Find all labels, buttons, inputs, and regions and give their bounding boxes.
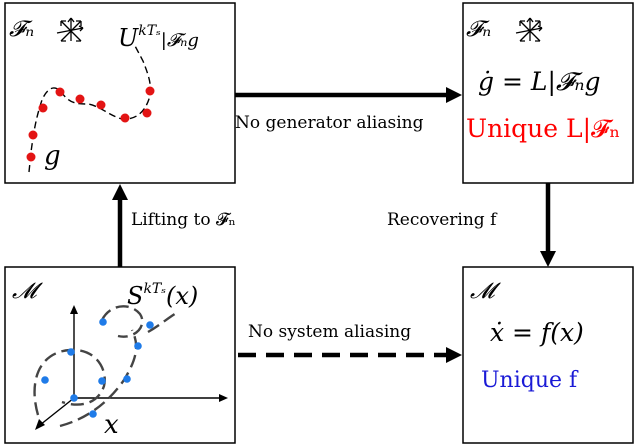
state-label-x: x bbox=[104, 410, 119, 440]
sample-dot bbox=[98, 377, 106, 385]
koopman-operator-label: UkTₛ|𝓕ₙg bbox=[118, 23, 199, 52]
arrow-head bbox=[540, 251, 556, 267]
sample-dot bbox=[120, 113, 130, 123]
sample-dot bbox=[28, 130, 38, 140]
box-lifted-samples bbox=[4, 2, 236, 184]
sample-dot bbox=[142, 108, 152, 118]
unique-system-label: Unique f bbox=[481, 368, 579, 393]
sample-dot bbox=[99, 318, 107, 326]
sample-dot bbox=[70, 394, 78, 402]
system-equation: ẋ = f(x) bbox=[490, 318, 584, 347]
coordinate-axes bbox=[35, 305, 228, 430]
flow-map-label: SkTₛ(x) bbox=[127, 281, 198, 310]
sample-dot bbox=[38, 103, 48, 113]
sample-dot bbox=[89, 410, 97, 418]
box-generator bbox=[462, 2, 634, 184]
sample-dot bbox=[75, 94, 85, 104]
arrow-head bbox=[446, 347, 462, 363]
generator-equation: ġ = L|𝓕ₙg bbox=[478, 67, 600, 97]
sample-dot bbox=[26, 152, 36, 162]
space-label-fn-right: 𝓕ₙ bbox=[466, 17, 491, 42]
function-label-g: g bbox=[44, 141, 61, 171]
lifted-samples bbox=[26, 86, 155, 162]
box-system-samples bbox=[4, 266, 236, 444]
arrow-head bbox=[112, 184, 128, 200]
label-lifting: Lifting to 𝓕ₙ bbox=[131, 210, 236, 230]
space-label-fn: 𝓕ₙ bbox=[9, 17, 34, 42]
system-samples bbox=[41, 318, 154, 418]
basis-arrows-icon bbox=[56, 17, 84, 42]
sample-dot bbox=[55, 87, 65, 97]
sample-dot bbox=[96, 100, 106, 110]
sample-dot bbox=[146, 321, 154, 329]
sample-dot bbox=[41, 376, 49, 384]
unique-generator-label: Unique L|𝓕ₙ bbox=[466, 114, 620, 144]
lifted-trajectory-curve bbox=[28, 43, 152, 173]
basis-arrows-icon bbox=[515, 17, 543, 42]
sample-dot bbox=[123, 375, 131, 383]
arrow-head bbox=[446, 87, 462, 103]
label-recovering: Recovering f bbox=[387, 210, 498, 230]
sample-dot bbox=[134, 342, 142, 350]
label-no-generator-aliasing: No generator aliasing bbox=[235, 113, 424, 133]
sample-dot bbox=[145, 86, 155, 96]
label-no-system-aliasing: No system aliasing bbox=[248, 322, 411, 342]
sample-dot bbox=[67, 348, 75, 356]
